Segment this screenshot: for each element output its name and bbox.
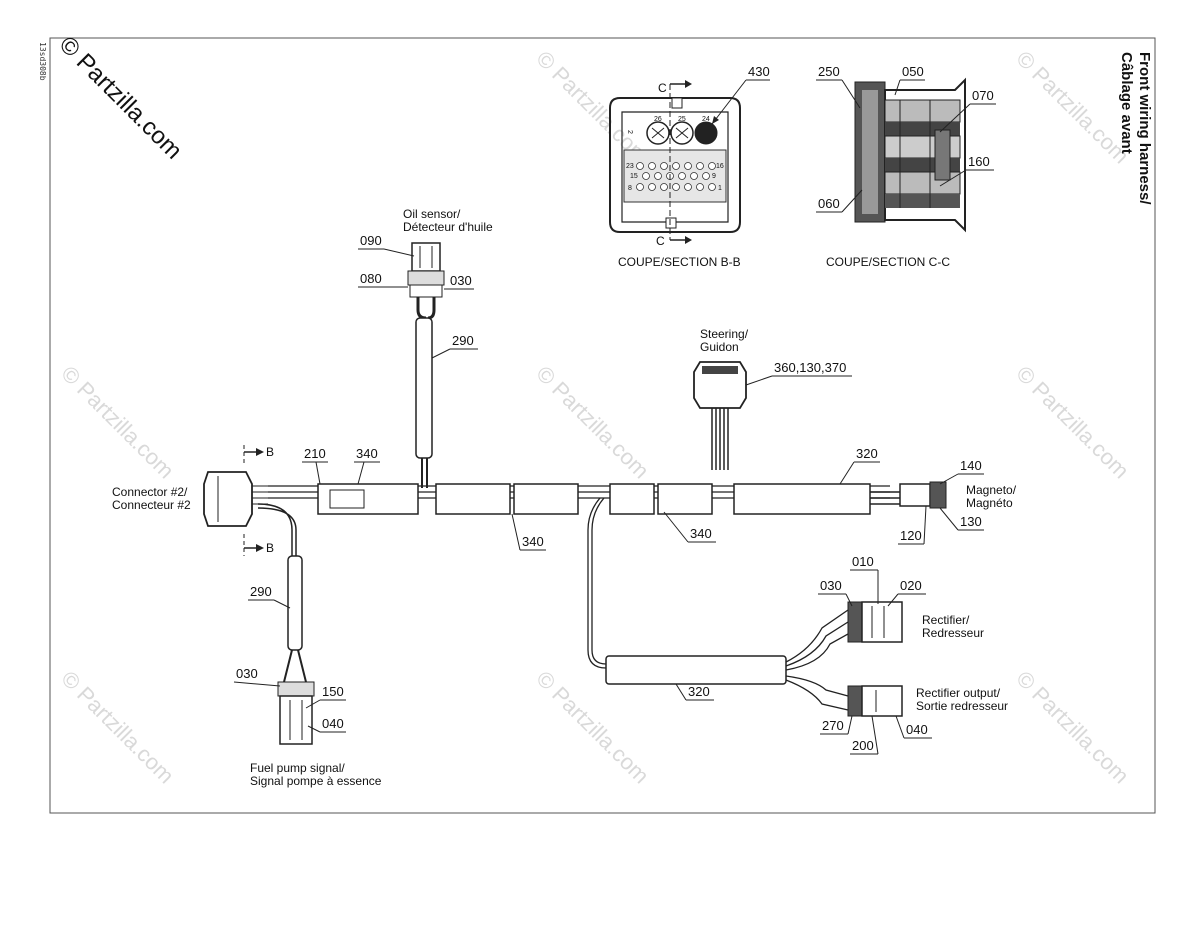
part-number-120: 120 <box>900 528 922 543</box>
section-cc-caption: COUPE/SECTION C-C <box>826 255 950 269</box>
watermark: © Partzilla.com <box>56 361 179 484</box>
part-number-430: 430 <box>748 64 770 79</box>
part-number-070: 070 <box>972 88 994 103</box>
part-number-080: 080 <box>360 271 382 286</box>
rectifier-branch: Rectifier/ Redresseur Rectifier output/ … <box>587 497 1008 755</box>
section-mark-c-bottom: C <box>656 234 665 248</box>
section-bb: C C 26 25 24 2 23 16 15 9 8 1 430 COUPE/… <box>609 64 770 269</box>
rectifier-label-2: Redresseur <box>922 626 984 640</box>
part-number-010: 010 <box>852 554 874 569</box>
oil-sensor-branch: Oil sensor/ Détecteur d'huile 090 080 03… <box>358 207 493 488</box>
pin-label: 26 <box>654 116 662 123</box>
watermark: © Partzilla.com <box>56 666 179 789</box>
rectifier-output-label-2: Sortie redresseur <box>916 699 1008 713</box>
oil-sensor-label-1: Oil sensor/ <box>403 207 461 221</box>
part-number-360-130-370: 360,130,370 <box>774 360 846 375</box>
rectifier-label-1: Rectifier/ <box>922 613 970 627</box>
pin-label: 16 <box>716 163 724 170</box>
part-number-320-bottom: 320 <box>688 684 710 699</box>
pin-label: 15 <box>630 173 638 180</box>
part-number-340-right: 340 <box>690 526 712 541</box>
part-number-140: 140 <box>960 458 982 473</box>
title-line-2: Câblage avant <box>1118 52 1135 154</box>
pin-label: 25 <box>678 116 686 123</box>
part-number-030-fuel: 030 <box>236 666 258 681</box>
part-number-270: 270 <box>822 718 844 733</box>
section-cc: 250 050 070 160 060 COUPE/SECTION C-C <box>816 64 996 269</box>
steering-connector: Steering/ Guidon 360,130,370 <box>693 327 852 470</box>
pin-label: 2 <box>626 130 633 134</box>
part-number-340-mid: 340 <box>522 534 544 549</box>
fuel-pump-branch: 290 030 150 040 Fuel pump signal/ Signal… <box>233 503 382 788</box>
connector-2-label-1: Connector #2/ <box>112 485 188 499</box>
magneto-label-2: Magnéto <box>966 496 1013 510</box>
part-number-320-top: 320 <box>856 446 878 461</box>
part-number-200: 200 <box>852 738 874 753</box>
main-harness: 210 340 340 340 320 <box>268 446 900 551</box>
section-bb-caption: COUPE/SECTION B-B <box>618 255 741 269</box>
part-number-090: 090 <box>360 233 382 248</box>
part-number-040-fuel: 040 <box>322 716 344 731</box>
part-number-250: 250 <box>818 64 840 79</box>
fuel-pump-label-2: Signal pompe à essence <box>250 774 382 788</box>
section-mark-b-bottom: B <box>266 541 274 555</box>
watermark: © Partzilla.com <box>531 361 654 484</box>
copyright-mark: © Partzilla.com <box>54 31 187 164</box>
fuel-pump-label-1: Fuel pump signal/ <box>250 761 345 775</box>
pin-label: 1 <box>718 185 722 192</box>
magneto-connector: Magneto/ Magnéto 140 130 120 <box>898 458 1017 545</box>
watermark: © Partzilla.com <box>1011 361 1134 484</box>
part-number-210: 210 <box>304 446 326 461</box>
part-number-340-top: 340 <box>356 446 378 461</box>
pin-label: 8 <box>628 185 632 192</box>
title-line-1: Front wiring harness/ <box>1136 52 1153 205</box>
watermark: © Partzilla.com <box>1011 666 1134 789</box>
part-number-030-rect: 030 <box>820 578 842 593</box>
connector-2: Connector #2/ Connecteur #2 B B <box>112 445 274 556</box>
part-number-020: 020 <box>900 578 922 593</box>
diagram-frame <box>49 37 1156 814</box>
part-number-150: 150 <box>322 684 344 699</box>
pin-label: 23 <box>626 163 634 170</box>
figure-ref: 13sd308b <box>38 42 47 81</box>
watermark: © Partzilla.com <box>1011 46 1134 169</box>
part-number-030-oil: 030 <box>450 273 472 288</box>
part-number-050: 050 <box>902 64 924 79</box>
connector-2-label-2: Connecteur #2 <box>112 498 191 512</box>
part-number-130: 130 <box>960 514 982 529</box>
page-title: Front wiring harness/ Câblage avant <box>1118 52 1153 205</box>
section-mark-b-top: B <box>266 445 274 459</box>
rectifier-output-label-1: Rectifier output/ <box>916 686 1001 700</box>
steering-label-2: Guidon <box>700 340 739 354</box>
pin-label: 24 <box>702 116 710 123</box>
part-number-290-left: 290 <box>250 584 272 599</box>
section-mark-c-top: C <box>658 81 667 95</box>
oil-sensor-label-2: Détecteur d'huile <box>403 220 493 234</box>
steering-label-1: Steering/ <box>700 327 749 341</box>
part-number-290-top: 290 <box>452 333 474 348</box>
part-number-160: 160 <box>968 154 990 169</box>
pin-label: 9 <box>712 173 716 180</box>
part-number-040-rect: 040 <box>906 722 928 737</box>
part-number-060: 060 <box>818 196 840 211</box>
magneto-label-1: Magneto/ <box>966 483 1017 497</box>
